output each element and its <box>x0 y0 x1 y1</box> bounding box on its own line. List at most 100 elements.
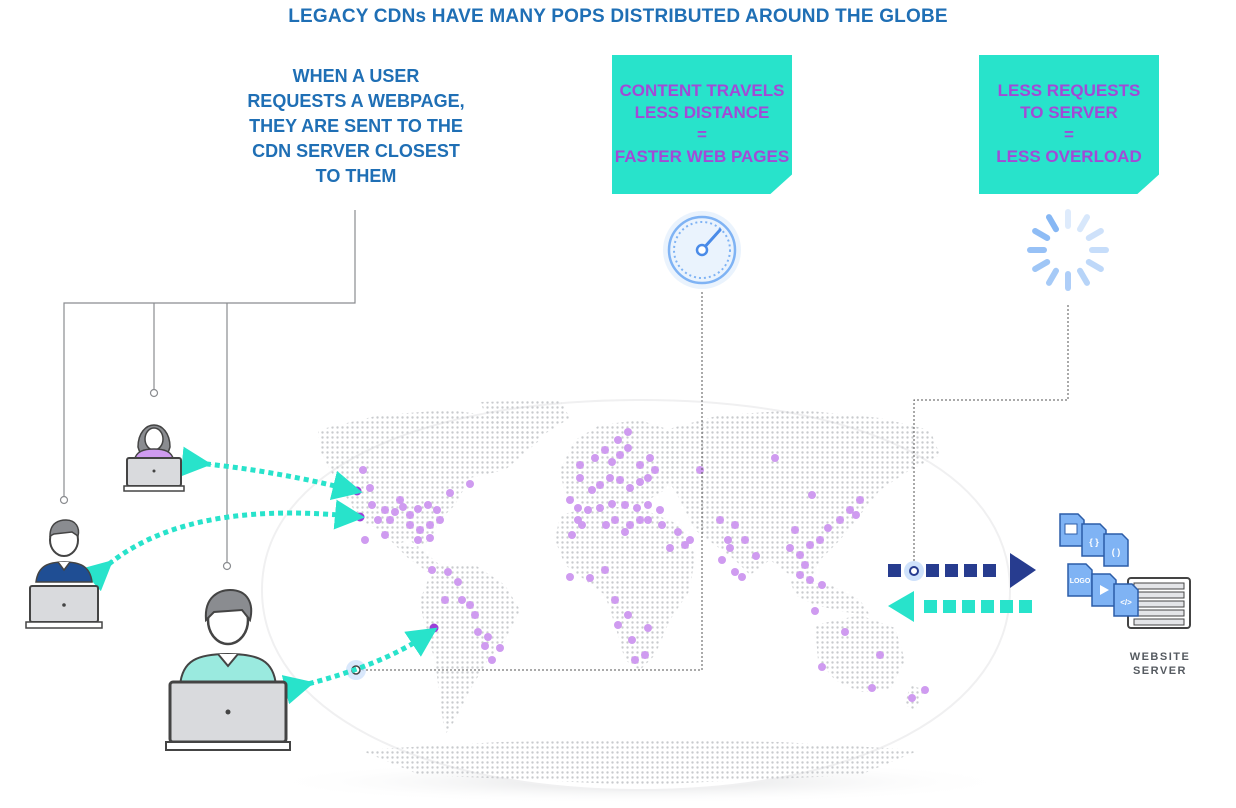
pop-dot <box>796 571 804 579</box>
dotted-connector <box>913 305 1069 568</box>
image-glyph <box>1064 523 1078 535</box>
dotted-connector <box>358 292 703 671</box>
pop-dot <box>601 566 609 574</box>
pop-dot <box>366 484 374 492</box>
dotted-connectors <box>358 292 1069 671</box>
note-line: THEY ARE SENT TO THE <box>249 116 463 136</box>
page-title: LEGACY CDNs HAVE MANY POPS DISTRIBUTED A… <box>288 6 948 27</box>
laptop-icon <box>25 585 103 629</box>
pop-dot <box>644 516 652 524</box>
pop-dot <box>681 541 689 549</box>
spinner-tick <box>1046 214 1059 233</box>
pop-dot <box>608 458 616 466</box>
pop-dot <box>824 524 832 532</box>
pop-dot <box>641 651 649 659</box>
loading-spinner-icon <box>1027 209 1109 291</box>
pop-dot <box>726 544 734 552</box>
code-file-icon <box>1113 583 1139 617</box>
pop-dot <box>631 656 639 664</box>
pop-dot <box>636 461 644 469</box>
connector-node <box>149 388 159 398</box>
pop-dot <box>406 511 414 519</box>
faster-pages-box: CONTENT TRAVELS LESS DISTANCE = FASTER W… <box>612 55 792 194</box>
pop-dot <box>752 552 760 560</box>
pop-dot <box>718 556 726 564</box>
logo-glyph: LOGO <box>1070 578 1091 585</box>
southeast-asia <box>790 580 870 615</box>
pop-dot <box>574 504 582 512</box>
speedometer-icon <box>663 211 741 289</box>
pop-dot <box>471 611 479 619</box>
woman-user <box>123 424 185 492</box>
pop-dot <box>474 628 482 636</box>
pop-dot <box>624 428 632 436</box>
pop-dot <box>458 596 466 604</box>
pop-dot <box>856 496 864 504</box>
pop-dot <box>576 474 584 482</box>
pop-dot <box>466 601 474 609</box>
braces-glyph: { } <box>1089 537 1099 547</box>
box-line: LESS REQUESTS <box>997 81 1141 100</box>
pop-dot <box>616 476 624 484</box>
box-line: CONTENT TRAVELS <box>619 81 785 100</box>
antarctica <box>360 740 920 785</box>
spinner-tick <box>1077 267 1090 286</box>
active-pop <box>429 623 439 633</box>
pop-dot <box>624 444 632 452</box>
pop-dot <box>368 501 376 509</box>
box-line: LESS OVERLOAD <box>996 147 1142 166</box>
pop-dot <box>426 534 434 542</box>
note-line: REQUESTS A WEBPAGE, <box>247 91 465 111</box>
pop-dot <box>586 574 594 582</box>
pop-dot <box>606 474 614 482</box>
pop-dot <box>374 516 382 524</box>
world-map <box>260 398 1020 804</box>
pop-dot <box>656 506 664 514</box>
greenland <box>480 400 570 440</box>
parens-file-icon <box>1103 533 1129 567</box>
note-line: WHEN A USER <box>292 66 420 86</box>
pop-dot <box>731 521 739 529</box>
pop-dot <box>796 551 804 559</box>
spinner-tick <box>1046 267 1059 286</box>
pop-dot <box>791 526 799 534</box>
pop-dot <box>841 628 849 636</box>
pop-dot <box>426 521 434 529</box>
pop-dot <box>818 663 826 671</box>
pop-dot <box>908 694 916 702</box>
pop-dot <box>808 491 816 499</box>
pop-dot <box>658 521 666 529</box>
pop-dot <box>584 506 592 514</box>
man-user-left <box>25 519 103 629</box>
response-from-server-arrow <box>888 591 1032 622</box>
pop-dot <box>644 474 652 482</box>
pop-dot <box>608 500 616 508</box>
pop-dot <box>636 478 644 486</box>
pop-dots <box>359 428 929 702</box>
server-label-line: SERVER <box>1132 665 1188 677</box>
pop-dot <box>454 578 462 586</box>
pop-dot <box>361 536 369 544</box>
pop-dot <box>836 516 844 524</box>
pop-dot <box>381 531 389 539</box>
south-america <box>420 565 520 735</box>
note-line: CDN SERVER CLOSEST <box>252 141 460 161</box>
pop-dot <box>441 596 449 604</box>
pop-dot <box>568 531 576 539</box>
man-user-large <box>165 588 291 751</box>
pop-dot <box>484 633 492 641</box>
spinner-tick <box>1032 228 1051 241</box>
pop-dot <box>921 686 929 694</box>
website-server: { } ( ) LOGO </> <box>1059 513 1191 629</box>
woman-avatar-icon <box>133 424 175 462</box>
pop-dot <box>674 528 682 536</box>
server-arrows <box>888 553 1036 622</box>
pop-dot <box>386 516 394 524</box>
pop-dot <box>578 521 586 529</box>
pop-dot <box>846 506 854 514</box>
video-glyph <box>1100 585 1109 595</box>
pop-dot <box>811 607 819 615</box>
pop-dot <box>786 544 794 552</box>
server-label-line: WEBSITE <box>1129 651 1191 663</box>
spinner-tick <box>1077 214 1090 233</box>
